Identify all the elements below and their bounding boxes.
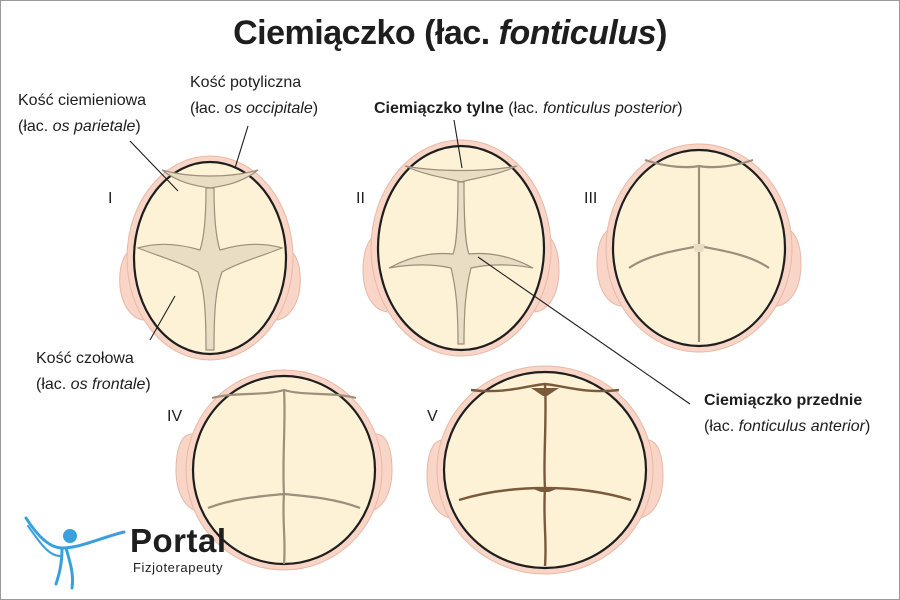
skull-stage-4 (175, 369, 393, 571)
label-occipital-bone: Kość potyliczna (łac. os occipitale) (190, 74, 319, 117)
anterior-fontanelle (136, 187, 284, 351)
label-posterior-fontanelle: Ciemiączko tylne (łac. fonticulus poster… (374, 100, 683, 117)
stage-label-2: II (356, 190, 365, 207)
label-anterior-fontanelle: Ciemiączko przednie (łac. fonticulus ant… (704, 392, 871, 435)
posterior-fontanelle (404, 165, 518, 183)
skull-stage-1 (119, 155, 301, 361)
stage-label-3: III (584, 190, 598, 207)
leader-lines (129, 119, 691, 405)
logo-subtitle: Fizjoterapeuty (133, 560, 224, 575)
skull-stage-2 (362, 139, 560, 357)
skull-stage-5 (426, 365, 664, 575)
logo-figure-icon (24, 516, 126, 590)
sutures (207, 388, 361, 565)
stage-label-5: V (427, 408, 438, 425)
posterior-fontanelle (161, 169, 259, 189)
label-parietal-bone: Kość ciemieniowa (łac. os parietale) (18, 92, 147, 135)
stage-label-4: IV (167, 408, 183, 425)
stage-label-1: I (108, 190, 113, 207)
skull-stage-3 (596, 143, 802, 353)
label-frontal-bone: Kość czołowa (łac. os frontale) (36, 350, 151, 393)
anterior-fontanelle (388, 181, 534, 345)
sutures (458, 382, 632, 567)
logo-name: Portal (130, 522, 227, 559)
page-title: Ciemiączko (łac. fonticulus) (233, 14, 667, 52)
sutures (628, 158, 770, 342)
